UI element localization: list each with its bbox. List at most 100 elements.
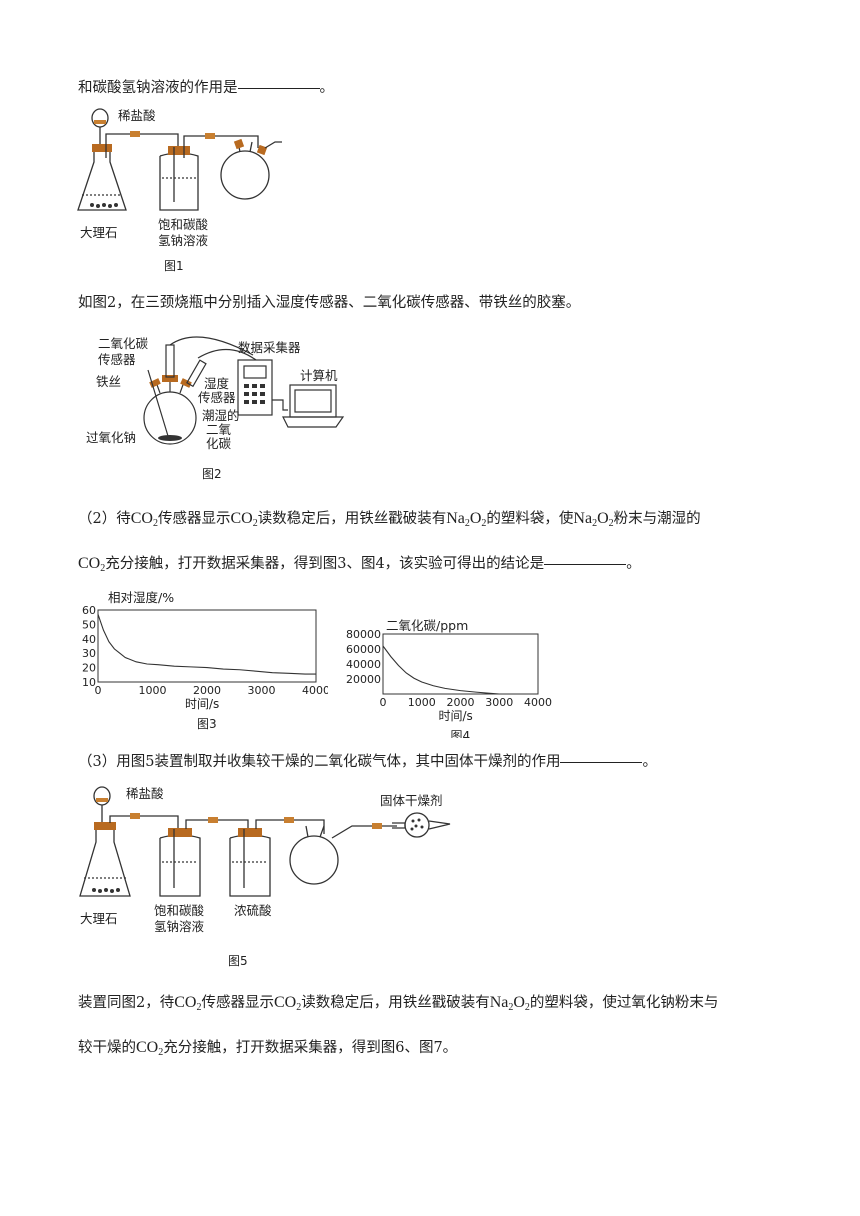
chart-caption: 图4 (451, 729, 471, 738)
label-peroxide: 过氧化钠 (86, 430, 136, 445)
l6b: 传感器显示 (201, 995, 274, 1011)
text-line-1: 和碳酸氢钠溶液的作用是 。 (78, 76, 334, 97)
x-tick-label: 0 (95, 684, 102, 697)
label-wire: 铁丝 (96, 374, 121, 389)
caption-fig1: 图1 (164, 259, 184, 273)
y-tick-label: 40 (82, 633, 96, 646)
period: 。 (319, 80, 335, 96)
y-tick-label: 60000 (346, 643, 381, 656)
l5a: （3）用图5装置制取并收集较干燥的二氧化碳气体，其中固体干燥剂的作用 (78, 754, 561, 770)
y-tick-label: 20000 (346, 673, 381, 686)
formula-na2o2: Na2O2 (446, 510, 487, 529)
formula-na2o2: Na2O2 (573, 510, 614, 529)
label-moist-1: 潮湿的 (202, 408, 240, 423)
label-sulfuric: 浓硫酸 (234, 903, 272, 918)
figure-2-apparatus: 二氧化碳 传感器 铁丝 过氧化钠 湿度 传感器 潮湿的 二氧 化碳 数据采集器 … (86, 336, 345, 481)
round-flask (220, 150, 270, 200)
l7a: 较干燥的 (78, 1040, 136, 1056)
formula-na2o2: Na2O2 (489, 994, 530, 1013)
formula-co2: CO2 (136, 1039, 164, 1058)
label-collector: 数据采集器 (238, 340, 301, 355)
wash-bottle-1 (159, 834, 201, 897)
label-moist-2: 二氧 (206, 422, 232, 437)
label-bicarb-2: 氢钠溶液 (158, 233, 209, 248)
label-bicarb-1: 饱和碳酸 (158, 217, 209, 232)
round-flask (289, 835, 339, 885)
x-tick-label: 4000 (524, 696, 552, 709)
label-moist-3: 化碳 (206, 436, 232, 451)
l4a: 充分接触，打开数据采集器，得到图3、图4，该实验可得出的结论是 (105, 556, 545, 572)
l3d: 的塑料袋，使 (486, 511, 574, 527)
x-tick-label: 3000 (485, 696, 513, 709)
y-tick-label: 30 (82, 647, 96, 660)
formula-co2: CO2 (273, 994, 302, 1013)
line1-text: 和碳酸氢钠溶液的作用是 (78, 80, 238, 96)
separatory-funnel (91, 108, 109, 128)
label-bicarb-2: 氢钠溶液 (154, 919, 205, 934)
text-line-5: （3）用图5装置制取并收集较干燥的二氧化碳气体，其中固体干燥剂的作用 。 (78, 750, 657, 771)
label-marble: 大理石 (80, 911, 118, 926)
conical-flask (79, 828, 131, 897)
formula-co2: CO2 (230, 510, 258, 529)
text-line-4: CO2充分接触，打开数据采集器，得到图3、图4，该实验可得出的结论是 。 (78, 552, 641, 574)
text-line-6: 装置同图2，待CO2传感器显示CO2读数稳定后，用铁丝戳破装有Na2O2的塑料袋… (78, 991, 719, 1013)
y-tick-label: 60 (82, 604, 96, 617)
x-tick-label: 0 (380, 696, 387, 709)
y-axis-label: 二氧化碳/ppm (386, 618, 468, 633)
chart-caption: 图3 (197, 717, 217, 731)
l7b: 充分接触，打开数据采集器，得到图6、图7。 (163, 1040, 458, 1056)
text-line-2: 如图2，在三颈烧瓶中分别插入湿度传感器、二氧化碳传感器、带铁丝的胶塞。 (78, 295, 581, 311)
label-humidity-1: 湿度 (204, 376, 230, 391)
period: 。 (642, 754, 657, 770)
x-tick-label: 1000 (139, 684, 167, 697)
figure-1-apparatus: 稀盐酸 大理石 饱和碳酸 氢钠溶液 图1 (77, 108, 282, 273)
l3c: 读数稳定后，用铁丝戳破装有 (257, 511, 447, 527)
l3e: 粉末与潮湿的 (613, 511, 701, 527)
y-tick-label: 10 (82, 676, 96, 689)
x-tick-label: 2000 (193, 684, 221, 697)
label-marble: 大理石 (80, 225, 118, 240)
x-tick-label: 4000 (302, 684, 328, 697)
label-humidity-2: 传感器 (198, 390, 236, 405)
label-acid: 稀盐酸 (118, 108, 156, 123)
x-axis-label: 时间/s (185, 697, 219, 711)
data-collector (237, 359, 273, 416)
answer-blank-3[interactable] (560, 761, 643, 763)
wash-bottle (159, 152, 199, 211)
x-tick-label: 2000 (447, 696, 475, 709)
figure-5-apparatus: 稀盐酸 大理石 饱和碳酸 氢钠溶液 浓硫酸 固体干燥剂 图5 (79, 786, 451, 968)
label-co2-sensor-1: 二氧化碳 (98, 336, 149, 351)
plot-frame (97, 609, 317, 683)
caption-fig5: 图5 (228, 954, 248, 968)
text-line-7: 较干燥的CO2充分接触，打开数据采集器，得到图6、图7。 (78, 1036, 458, 1058)
x-tick-label: 1000 (408, 696, 436, 709)
answer-blank-2[interactable] (544, 563, 627, 565)
co2-chart: 二氧化碳/ppm 0 1000 2000 3000 4000 20000 40000 60000… (346, 618, 552, 738)
text-line-3: （2）待CO2传感器显示CO2读数稳定后，用铁丝戳破装有Na2O2的塑料袋，使N… (78, 507, 701, 529)
l6a: 装置同图2，待 (78, 995, 175, 1011)
formula-co2: CO2 (130, 510, 158, 529)
label-bicarb-1: 饱和碳酸 (154, 903, 205, 918)
y-axis-label: 相对湿度/% (108, 590, 174, 605)
period: 。 (626, 556, 641, 572)
y-tick-label: 80000 (346, 628, 381, 641)
label-desiccant: 固体干燥剂 (380, 793, 443, 808)
x-tick-label: 3000 (248, 684, 276, 697)
y-tick-label: 20 (82, 662, 96, 675)
y-tick-label: 40000 (346, 658, 381, 671)
l6c: 读数稳定后，用铁丝戳破装有 (301, 995, 490, 1011)
conical-flask (77, 150, 127, 211)
data-line (382, 645, 500, 695)
caption-fig2: 图2 (202, 467, 222, 481)
y-tick-label: 50 (82, 618, 96, 631)
formula-co2: CO2 (174, 994, 202, 1013)
data-line (97, 614, 316, 675)
answer-blank-1[interactable] (237, 87, 320, 89)
label-co2-sensor-2: 传感器 (98, 352, 136, 367)
l3b: 传感器显示 (157, 511, 231, 527)
plot-frame (382, 633, 539, 695)
l6d: 的塑料袋，使过氧化钠粉末与 (529, 995, 719, 1011)
formula-co2: CO2 (78, 555, 106, 574)
label-acid: 稀盐酸 (126, 786, 164, 801)
